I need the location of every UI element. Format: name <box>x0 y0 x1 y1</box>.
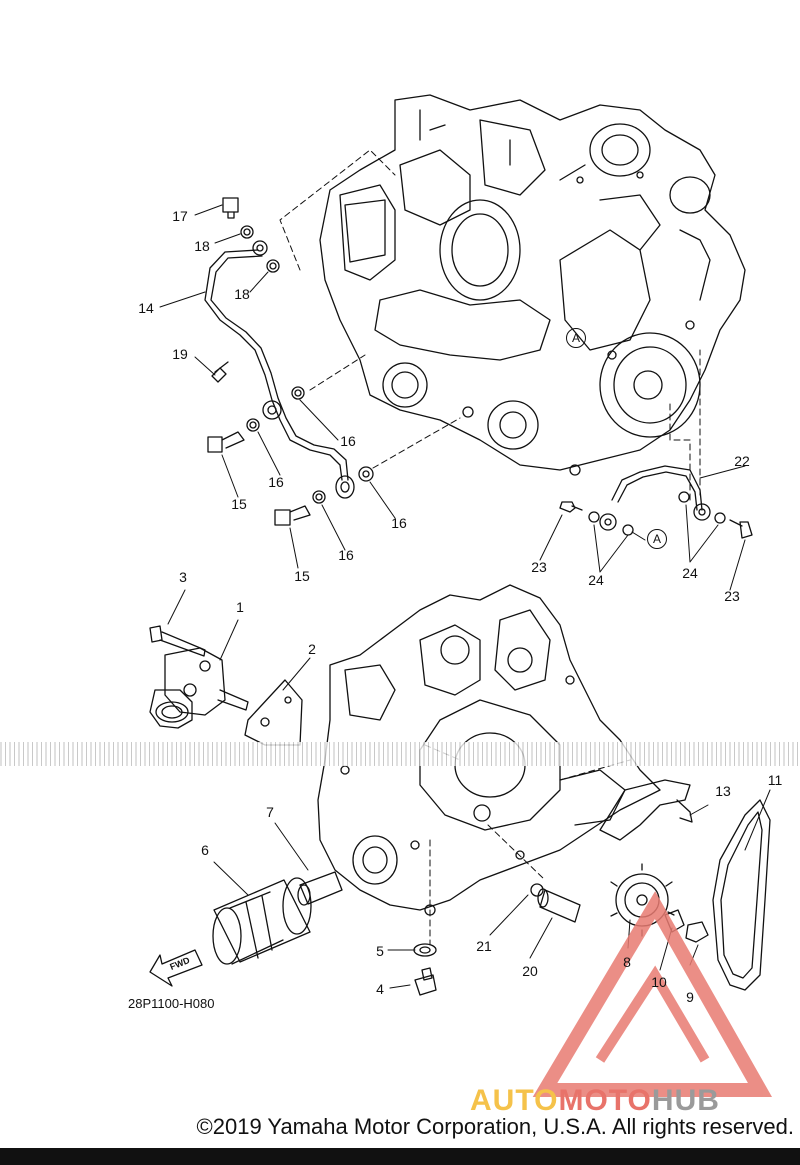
callout-4: 4 <box>376 981 384 997</box>
callout-3: 3 <box>179 569 187 585</box>
callout-8: 8 <box>623 954 631 970</box>
callout-22: 22 <box>734 453 750 469</box>
callout-15: 15 <box>294 568 310 584</box>
drive-chain-11 <box>712 799 771 991</box>
reference-lines-lower <box>424 744 631 946</box>
leader-lines-lower <box>167 589 771 989</box>
callout-6: 6 <box>201 842 209 858</box>
copyright-notice: ©2019 Yamaha Motor Corporation, U.S.A. A… <box>196 1114 794 1139</box>
leader-lines-upper <box>159 204 746 591</box>
drain-bolt-and-washer <box>413 943 437 996</box>
upper-crankcase-assembly <box>319 94 746 476</box>
oil-delivery-pipe-14 <box>204 197 753 539</box>
callout-14: 14 <box>138 300 154 316</box>
lower-crankcase-assembly <box>317 584 661 916</box>
callout-5: 5 <box>376 943 384 959</box>
chain-guide-13 <box>599 779 693 841</box>
callout-11: 11 <box>767 772 783 788</box>
callout-16: 16 <box>338 547 354 563</box>
callout-24: 24 <box>588 572 604 588</box>
callout-17: 17 <box>172 208 188 224</box>
union-bolt-7 <box>297 871 343 906</box>
callout-13: 13 <box>715 783 731 799</box>
callout-19: 19 <box>172 346 188 362</box>
diagram-code: 28P1100-H080 <box>128 996 215 1011</box>
callout-20: 20 <box>522 963 538 979</box>
callout-2: 2 <box>308 641 316 657</box>
callout-10: 10 <box>651 974 667 990</box>
callout-16: 16 <box>391 515 407 531</box>
reference-lines-upper <box>279 149 701 501</box>
watermark-part-3: HUB <box>651 1084 720 1117</box>
callout-18: 18 <box>194 238 210 254</box>
callout-23: 23 <box>531 559 547 575</box>
callout-18: 18 <box>234 286 250 302</box>
callout-7: 7 <box>266 804 274 820</box>
callout-16: 16 <box>268 474 284 490</box>
oil-pump-assembly <box>149 625 303 746</box>
callout-9: 9 <box>686 989 694 1005</box>
callout-1: 1 <box>236 599 244 615</box>
scan-noise-strip <box>0 742 800 766</box>
callout-24: 24 <box>682 565 698 581</box>
watermark-part-1: AUTO <box>470 1084 559 1117</box>
watermark-text: AUTOMOTOHUB <box>470 1084 720 1118</box>
watermark-part-2: MOTO <box>558 1084 652 1117</box>
callout-15: 15 <box>231 496 247 512</box>
footer-bar <box>0 1148 800 1165</box>
ref-marker-a: A <box>566 328 586 348</box>
watermark-logo-icon <box>532 891 773 1097</box>
oil-filter-6 <box>212 877 312 965</box>
callout-21: 21 <box>476 938 492 954</box>
ref-marker-a: A <box>647 529 667 549</box>
fwd-arrow-icon <box>149 949 203 987</box>
callout-23: 23 <box>724 588 740 604</box>
strainer-20 <box>530 883 581 923</box>
callout-16: 16 <box>340 433 356 449</box>
